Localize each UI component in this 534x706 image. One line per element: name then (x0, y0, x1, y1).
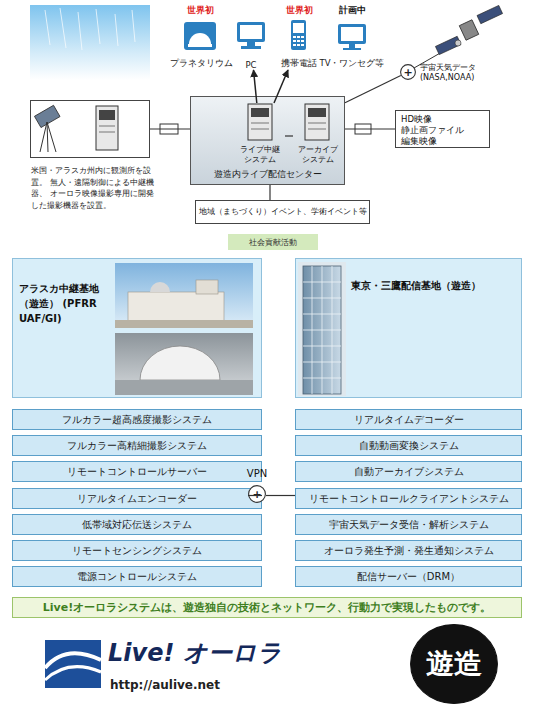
text-label: Live! オーロラ (108, 640, 338, 666)
connector-arrow (254, 70, 257, 103)
text-label: VPN (234, 468, 280, 479)
connector-line (266, 495, 295, 496)
connector-line (345, 76, 401, 103)
node-text: 配信サーバー（DRM） (296, 567, 521, 586)
node-text: リモートコントロールクライアントシステム (296, 489, 521, 508)
relay-server (248, 104, 272, 140)
node-text: 自動アーカイブシステム (296, 462, 521, 481)
device-icon: プラネタリウム (168, 18, 234, 70)
system-unit: アーカイブ システム (293, 103, 343, 169)
junction-circle: + (248, 485, 266, 503)
planetarium-icon (184, 22, 216, 50)
field-server (96, 106, 118, 150)
tv-icon (338, 24, 366, 50)
circle-shape (411, 625, 498, 704)
center-box: 遊造内ライブ配信センターライブ中継 システムアーカイブ システム (190, 96, 345, 185)
satellite-icon (414, 5, 503, 68)
node-text: リアルタイムデコーダー (296, 410, 521, 429)
node-text: 社会貢献活動 (228, 234, 318, 250)
node-text: フルカラー高精細撮影システム (13, 436, 261, 455)
node-text: 遊造 (410, 624, 498, 704)
node-text: HD映像 静止画ファイル 編集映像 (396, 111, 489, 150)
device-icon: 携帯電話 (276, 18, 322, 70)
building-photo (298, 262, 346, 396)
node-text: 米国・アラスカ州内に観測所を設置。 無人・遠隔制御による中継機器、 オーロラ映像… (31, 165, 159, 211)
archive-server (305, 104, 329, 140)
system-box: フルカラー高精細撮影システム (12, 435, 262, 456)
observatory-box: 米国・アラスカ州内に観測所を設置。 無人・遠隔制御による中継機器、 オーロラ映像… (30, 100, 150, 158)
activity-band: 社会貢献活動 (228, 234, 318, 250)
logo-mark (45, 640, 101, 688)
node-text: アラスカ中継基地 （遊造） (PFRR UAF/GI) (19, 281, 117, 326)
connector-line (150, 128, 190, 129)
text-label: 世界初 (176, 4, 224, 17)
camera-tripod (34, 105, 60, 152)
system-box: リモートコントロールサーバー (12, 461, 262, 482)
phone-icon (291, 20, 306, 50)
system-box: 電源コントロールシステム (12, 566, 262, 587)
dome-photo (115, 333, 253, 395)
text-label: http://aulive.net (110, 678, 330, 692)
circle-shape (249, 486, 266, 503)
base-panel: アラスカ中継基地 （遊造） (PFRR UAF/GI) (12, 258, 262, 398)
output-box: HD映像 静止画ファイル 編集映像 (395, 110, 490, 148)
system-box: リアルタイムデコーダー (295, 409, 522, 430)
system-box: 自動アーカイブシステム (295, 461, 522, 482)
node-text: プラネタリウム (154, 58, 248, 70)
aurora-image (30, 5, 150, 80)
pc-icon (237, 22, 265, 49)
text-label: 世界初 (279, 4, 319, 17)
statement-band: Live!オーロラシステムは、遊造独自の技術とネットワーク、行動力で実現したもの… (12, 597, 522, 618)
node-text: リモートセンシングシステム (13, 541, 261, 560)
connector-arrow (274, 70, 288, 103)
node-text: 遊造内ライブ配信センター (191, 169, 344, 181)
connector-line (248, 495, 262, 496)
node-text: 低帯域対応伝送システム (13, 515, 261, 534)
system-box: リモートコントロールクライアントシステム (295, 488, 522, 509)
node-text: リモートコントロールサーバー (13, 462, 261, 481)
device-icon: TV・ワンセグ等 (322, 18, 382, 70)
system-box: 低帯域対応伝送システム (12, 514, 262, 535)
line-connector (160, 124, 178, 134)
line-connector (355, 124, 371, 134)
node-text: フルカラー超高感度撮影システム (13, 410, 261, 429)
connector-line (269, 185, 270, 200)
node-text: アーカイブ システム (289, 145, 347, 165)
node-text: 宇宙天気データ受信・解析システム (296, 515, 521, 534)
system-box: オーロラ発生予測・発生通知システム (295, 540, 522, 561)
system-box: リモートセンシングシステム (12, 540, 262, 561)
system-box: 自動動画変換システム (295, 435, 522, 456)
node-text: + (400, 64, 416, 80)
base-panel: 東京・三鷹配信基地（遊造） (295, 258, 522, 398)
circle-shape (401, 65, 416, 80)
node-text: + (248, 485, 266, 503)
system-unit: ライブ中継 システム (235, 103, 285, 169)
node-text: TV・ワンセグ等 (308, 58, 396, 70)
node-text: 地域（まちづくり）イベント、学術イベント等 (196, 201, 369, 223)
aurora-streaks (45, 8, 135, 50)
connector-line (285, 135, 293, 136)
device-icon: PC (236, 18, 266, 70)
junction-circle: + (400, 64, 416, 80)
connector-line (345, 128, 395, 129)
logo-circle: 遊造 (410, 624, 498, 704)
text-label: 宇宙天気データ (NASA,NOAA) (420, 63, 504, 84)
node-text: オーロラ発生予測・発生通知システム (296, 541, 521, 560)
system-box: 宇宙天気データ受信・解析システム (295, 514, 522, 535)
text-label: 計画中 (332, 4, 372, 17)
event-box: 地域（まちづくり）イベント、学術イベント等 (195, 200, 370, 224)
station-photo (115, 263, 253, 328)
node-text: 東京・三鷹配信基地（遊造） (351, 279, 481, 293)
node-text: 自動動画変換システム (296, 436, 521, 455)
node-text: 電源コントロールシステム (13, 567, 261, 586)
node-text: Live!オーロラシステムは、遊造独自の技術とネットワーク、行動力で実現したもの… (13, 598, 521, 617)
system-box: フルカラー超高感度撮影システム (12, 409, 262, 430)
system-box: リアルタイムエンコーダー (12, 488, 262, 509)
system-box: 配信サーバー（DRM） (295, 566, 522, 587)
node-text: PC (222, 60, 280, 70)
node-text: ライブ中継 システム (231, 145, 289, 165)
node-text: リアルタイムエンコーダー (13, 489, 261, 508)
